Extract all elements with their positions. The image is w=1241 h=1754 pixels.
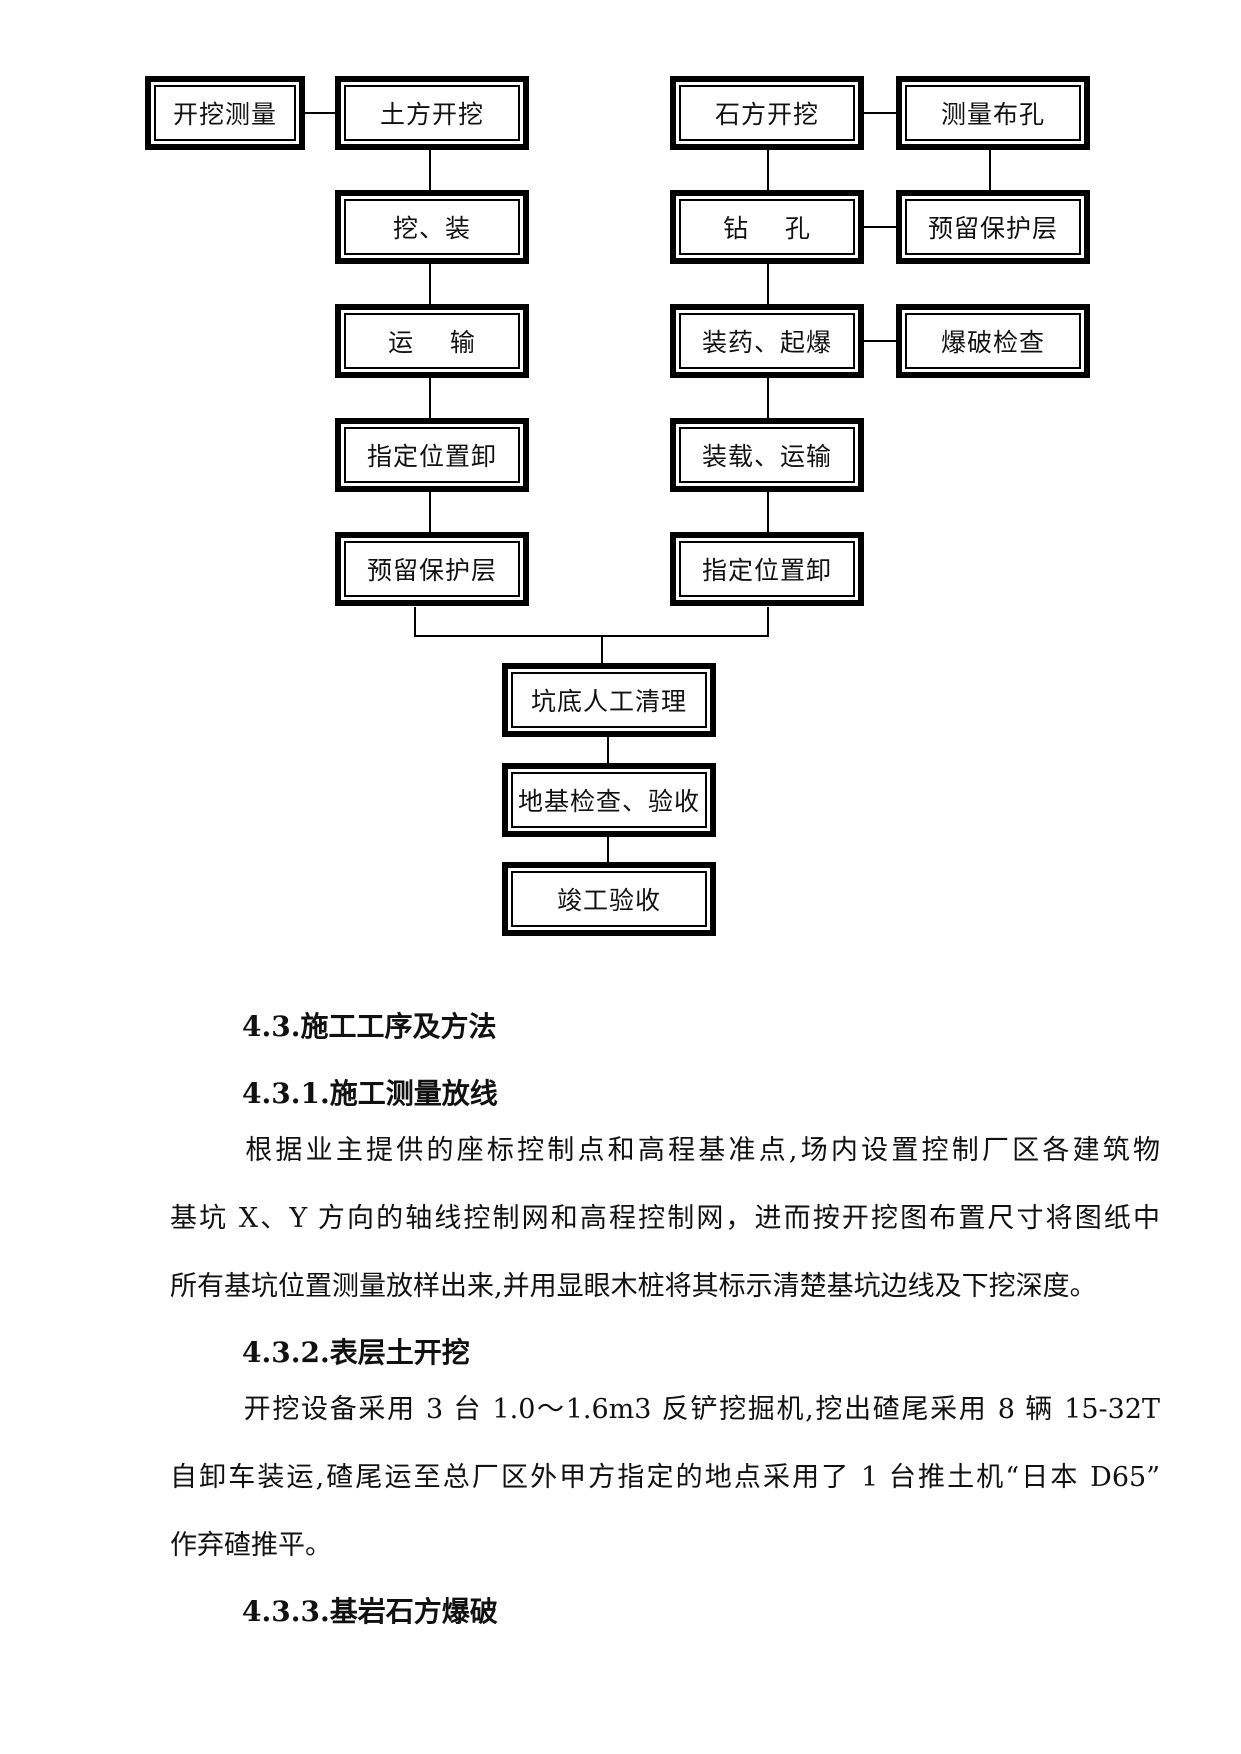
paragraph-line: 根据业主提供的座标控制点和高程基准点,场内设置控制厂区各建筑物	[242, 1135, 1160, 1166]
node-blast-inspection: 爆破检查	[896, 304, 1090, 378]
connector	[767, 492, 769, 534]
connector	[989, 150, 991, 192]
connector	[414, 607, 416, 637]
paragraph-line: 基坑 X、Y 方向的轴线控制网和高程控制网，进而按开挖图布置尺寸将图纸中	[170, 1203, 1160, 1234]
node-survey-holes: 测量布孔	[896, 76, 1090, 150]
heading-4-3-3: 4.3.3.基岩石方爆破	[242, 1595, 498, 1628]
connector	[601, 635, 603, 665]
connector	[429, 150, 431, 192]
paragraph-topsoil: 开挖设备采用 3 台 1.0～1.6m3 反铲挖掘机,挖出碴尾采用 8 辆 15…	[170, 1376, 1160, 1580]
connector	[429, 492, 431, 534]
flowchart: 开挖测量 土方开挖 挖、装 运 输 指定位置卸 预留保护层 石方开挖 测量布孔 …	[145, 76, 1090, 936]
paragraph-survey: 根据业主提供的座标控制点和高程基准点,场内设置控制厂区各建筑物 基坑 X、Y 方…	[170, 1117, 1160, 1321]
paragraph-line: 开挖设备采用 3 台 1.0～1.6m3 反铲挖掘机,挖出碴尾采用 8 辆 15…	[242, 1394, 1160, 1425]
connector	[767, 378, 769, 420]
connector	[767, 150, 769, 192]
connector	[767, 607, 769, 637]
connector	[429, 264, 431, 306]
node-dig-load: 挖、装	[335, 190, 529, 264]
node-unload-left: 指定位置卸	[335, 418, 529, 492]
connector	[607, 836, 609, 864]
connector	[864, 112, 896, 114]
node-drilling: 钻 孔	[670, 190, 864, 264]
paragraph-line: 自卸车装运,碴尾运至总厂区外甲方指定的地点采用了 1 台推土机“日本 D65”	[170, 1462, 1160, 1493]
connector	[864, 226, 896, 228]
paragraph-line: 所有基坑位置测量放样出来,并用显眼木桩将其标示清楚基坑边线及下挖深度。	[170, 1271, 1097, 1302]
connector	[429, 378, 431, 420]
paragraph-line: 作弃碴推平。	[170, 1530, 332, 1561]
heading-4-3: 4.3.施工工序及方法	[242, 1010, 497, 1043]
node-charge-blast: 装药、起爆	[670, 304, 864, 378]
node-load-transport: 装载、运输	[670, 418, 864, 492]
node-transport: 运 输	[335, 304, 529, 378]
node-earth-excavation: 土方开挖	[335, 76, 529, 150]
node-excavation-survey: 开挖测量	[145, 76, 305, 150]
node-unload-right: 指定位置卸	[670, 532, 864, 606]
node-protective-layer-right: 预留保护层	[896, 190, 1090, 264]
connector	[864, 340, 896, 342]
connector	[414, 635, 769, 637]
connector	[607, 737, 609, 765]
node-rock-excavation: 石方开挖	[670, 76, 864, 150]
node-foundation-inspection: 地基检查、验收	[502, 763, 716, 837]
node-completion-acceptance: 竣工验收	[502, 862, 716, 936]
node-protective-layer-left: 预留保护层	[335, 532, 529, 606]
heading-4-3-1: 4.3.1.施工测量放线	[242, 1077, 498, 1110]
node-pit-bottom-cleaning: 坑底人工清理	[502, 663, 716, 737]
connector	[305, 112, 335, 114]
connector	[767, 264, 769, 306]
heading-4-3-2: 4.3.2.表层土开挖	[242, 1336, 470, 1369]
